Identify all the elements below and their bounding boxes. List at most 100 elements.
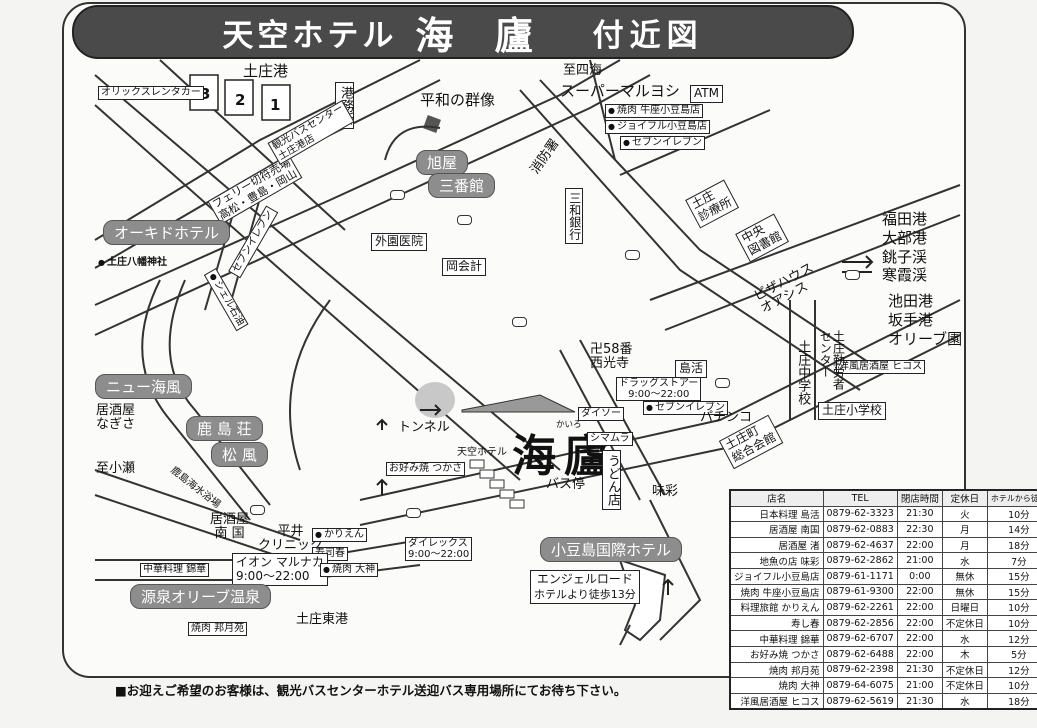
drugstore-box: ドラッグストアー 9:00～22:00 — [616, 377, 702, 401]
title-left: 天空ホテル — [222, 17, 398, 54]
table-header-row: 店名 TEL 閉店時間 定休日 ホテルから徒歩 — [729, 489, 1037, 507]
map-title: 天空ホテル 海 廬 付近図 — [72, 5, 854, 59]
table-cell: 不定休日 — [941, 677, 988, 694]
table-cell: 日曜日 — [941, 599, 988, 616]
label-peace-statue: 平和の群像 — [420, 91, 496, 109]
label-kariein: かりえん — [312, 528, 367, 542]
table-cell: 0879-62-2398 — [822, 661, 898, 679]
label-izakaya-nangoku: 居酒屋 南 国 — [210, 512, 250, 542]
label-angel-walk: ホテルより徒歩13分 — [534, 587, 636, 601]
label-okakaikei: 岡会計 — [442, 258, 487, 276]
label-hirai-clinic: 平井 クリニック — [258, 524, 324, 554]
label-to-shikai: 至四海 — [563, 63, 603, 78]
label-aeon-hours: 9:00～22:00 — [236, 569, 310, 584]
table-cell: 水 — [941, 630, 988, 647]
label-port-east: 土庄東港 — [296, 612, 349, 627]
label-mihiko: 味彩 — [652, 484, 679, 499]
label-genryu-onsen: 源泉オリーブ温泉 — [130, 584, 272, 609]
traffic-sign — [625, 250, 640, 260]
footer-note: ■お迎えご希望のお客様は、観光バスセンターホテル送迎バス専用場所にてお待ち下さい… — [115, 683, 627, 698]
label-tunnel: トンネル — [398, 420, 450, 435]
angel-road-box: エンジェルロード ホテルより徒歩13分 — [530, 570, 640, 604]
label-supermarket: スーパーマルヨシ — [560, 82, 680, 100]
table-cell: 0879-64-6075 — [822, 677, 898, 694]
traffic-sign — [390, 190, 405, 200]
table-cell: 0879-62-3323 — [822, 505, 898, 523]
label-shimakatsu: 島活 — [675, 360, 708, 378]
label-udon: うどん店 — [602, 450, 621, 510]
label-kairo-kana: かいろ — [556, 420, 582, 430]
traffic-sign — [715, 378, 730, 388]
traffic-sign — [406, 508, 421, 518]
label-atm: ATM — [690, 85, 723, 103]
label-asahiya: 旭屋 — [416, 150, 469, 175]
label-gyu: 焼肉 牛座小豆島店 — [605, 104, 704, 118]
label-tenku-hotel: 天空ホテル — [457, 447, 507, 458]
label-miyoshi-bank: 三和銀行 — [565, 188, 583, 244]
label-kinka: 中華料理 錦華 — [140, 563, 210, 577]
pier-1: 1 — [270, 96, 281, 114]
label-kashimaso: 鹿 島 荘 — [186, 416, 263, 441]
traffic-sign — [457, 215, 472, 225]
table-cell: 21:30 — [896, 692, 943, 710]
label-kinrosha-center: 土庄勤労者 センター — [818, 330, 846, 390]
table-cell: 15分 — [986, 583, 1037, 601]
table-cell: 0879-62-2261 — [822, 599, 898, 616]
label-orchid-hotel: オーキドホテル — [103, 220, 231, 245]
aeon-box: イオン マルナカ 9:00～22:00 — [232, 553, 328, 586]
label-seven-eleven-north: セブンイレブン — [620, 136, 705, 150]
table-cell: 10分 — [986, 614, 1037, 632]
table-cell: 0879-61-1171 — [822, 567, 898, 585]
table-cell: 居酒屋 南国 — [729, 521, 824, 538]
label-shimamura: シマムラ — [587, 432, 633, 446]
pier-3: 3 — [200, 85, 211, 103]
table-cell: 焼肉 牛座小豆島店 — [729, 583, 824, 601]
table-cell: 22:00 — [896, 645, 943, 663]
label-shogakko: 土庄小学校 — [818, 402, 887, 420]
daily-box: ダイレックス 9:00～22:00 — [405, 537, 473, 561]
col-holiday: 定休日 — [941, 489, 988, 507]
col-close: 閉店時間 — [896, 489, 943, 507]
label-sanbankan: 三番館 — [428, 173, 496, 198]
table-cell: 水 — [941, 552, 988, 569]
table-cell: 日本料理 島活 — [729, 505, 824, 523]
table-cell: 22:30 — [896, 521, 943, 538]
table-cell: 0879-62-6488 — [822, 645, 898, 663]
label-aeon: イオン マルナカ — [236, 555, 324, 569]
table-cell: 5分 — [986, 645, 1037, 663]
table-cell: 中華料理 錦華 — [729, 630, 824, 647]
table-cell: 火 — [941, 505, 988, 523]
traffic-sign — [512, 317, 527, 327]
table-cell: 0879-61-9300 — [822, 583, 898, 601]
table-cell: 12分 — [986, 630, 1037, 647]
table-cell: 12分 — [986, 661, 1037, 679]
table-cell: 22:00 — [896, 583, 943, 601]
table-cell: 洋風居酒屋 ヒコス — [729, 692, 824, 710]
label-daiso: ダイソー — [578, 407, 624, 421]
table-cell: 22:00 — [896, 630, 943, 647]
table-cell: 月 — [941, 521, 988, 538]
pier-2: 2 — [235, 91, 246, 109]
traffic-sign — [250, 505, 265, 515]
label-daily: ダイレックス — [408, 538, 468, 549]
table-cell: 18分 — [986, 692, 1037, 710]
label-chugakko: 土庄中学校 — [795, 340, 811, 405]
table-cell: 10分 — [986, 677, 1037, 694]
table-cell: 10分 — [986, 599, 1037, 616]
col-walk: ホテルから徒歩 — [986, 489, 1037, 507]
label-pachinko: パチンコ — [700, 410, 753, 425]
label-saikoji-temple: 卍58番 西光寺 — [590, 342, 633, 372]
table-cell: お好み焼 つかさ — [729, 645, 824, 663]
label-okonomi-tsukasa: お好み焼 つかさ — [386, 462, 466, 476]
label-new-kaifu: ニュー海風 — [95, 374, 193, 399]
table-cell: 21:00 — [896, 552, 943, 569]
